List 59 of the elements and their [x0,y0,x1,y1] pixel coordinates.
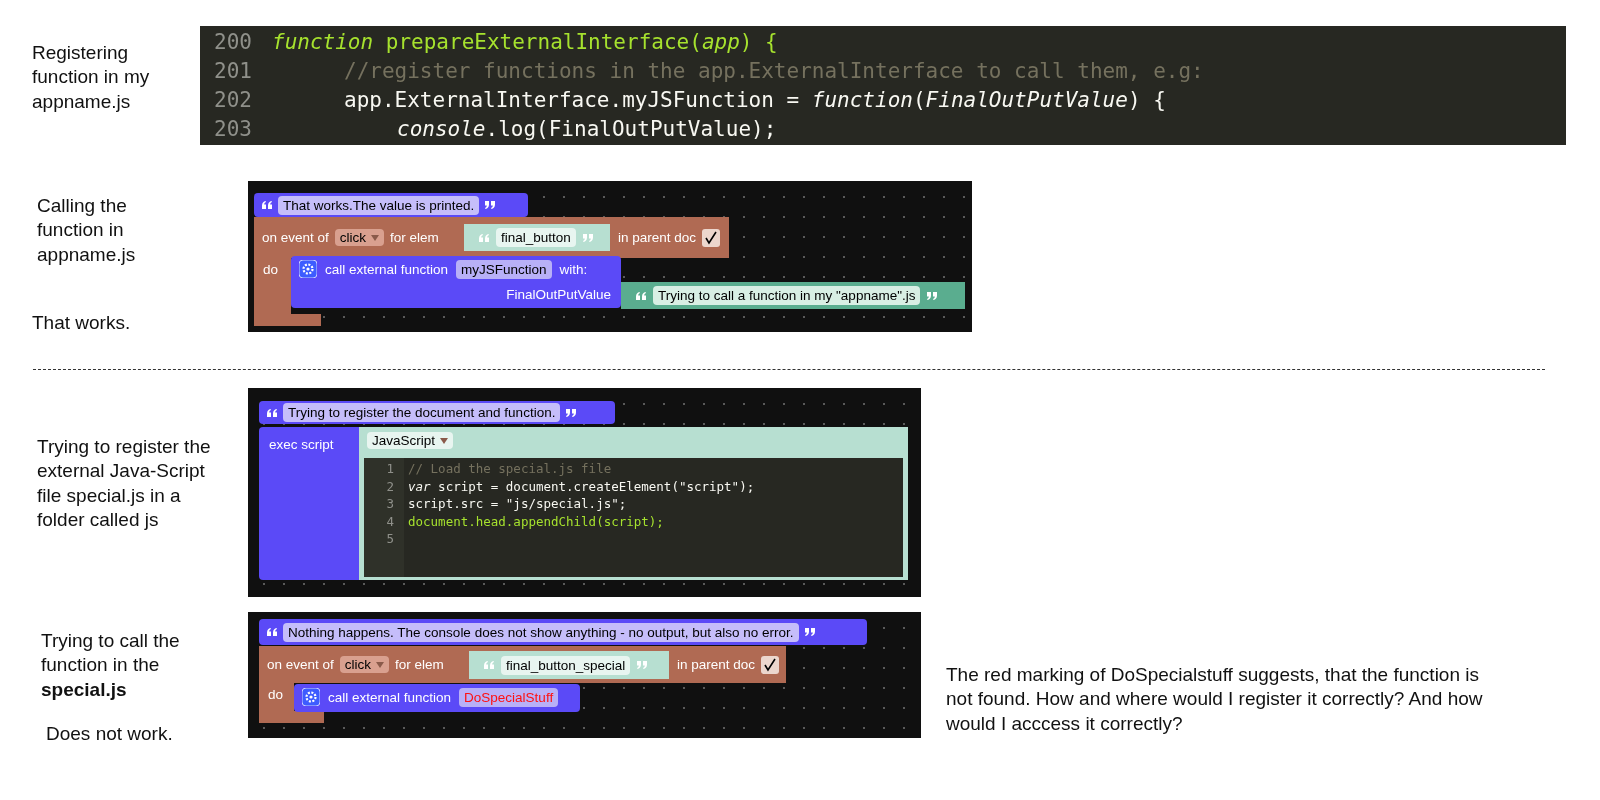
text-block [464,224,610,251]
code-line: document.head.appendChild(script); [408,513,664,529]
dropdown-field: click [334,229,385,246]
string-value: Trying to call a function in my "appname".js [653,286,921,305]
line-number: 4 [385,513,394,529]
code-line: script.src = "js/special.js"; [408,496,627,512]
comment-block [254,193,528,217]
annotation-text: Registering function in my appname.js [32,41,151,114]
string-value: final_button [496,228,576,247]
dropdown-field: click [339,656,390,673]
block-label: exec script [269,437,334,452]
comment-block [259,619,867,645]
line-number: 202 [213,87,252,112]
annotation-text: Calling the function in appname.js [37,194,137,267]
parameter-label: FinalOutPutValue [506,287,611,302]
line-number: 200 [213,29,252,54]
block-label: in parent doc [677,657,756,672]
function-call-block [294,684,580,712]
block-label: do [268,687,284,702]
block-label: for elem [390,230,439,245]
block-label: for elem [395,657,444,672]
code-line: //register functions in the app.ExternalInterface to call them, e.g: [344,58,1204,83]
function-name-field: myJSFunction [456,259,552,279]
language-dropdown: JavaScript [367,432,454,449]
script-editor-block [359,427,908,580]
comment-block [259,401,615,424]
comment-text: That works.The value is printed. [278,195,480,215]
code-line: console.log(FinalOutPutValue); [397,116,777,141]
block-label: on event of [262,230,329,245]
code-line: var script = document.createElement("script"); [408,478,755,494]
block-label: in parent doc [618,230,697,245]
line-number: 3 [385,496,394,512]
text-block [469,651,669,679]
comment-text: Nothing happens. The console does not show anything - no output, but also no error. [283,622,799,642]
code-line: app.ExternalInterface.myJSFunction = function(FinalOutPutValue) { [344,87,1166,112]
line-number: 201 [213,58,252,83]
block-label: call external function [325,261,449,277]
function-call-block [291,256,621,308]
block-label: do [263,262,279,277]
annotation-text: Trying to register the external Java-Script file special.js in a folder called js [37,435,212,532]
line-number: 5 [385,531,394,547]
annotation-text: Does not work. [46,722,174,746]
text-block [621,282,965,309]
code-line: // Load the special.js file [408,461,612,477]
line-number: 1 [385,461,394,477]
block-label: with: [559,261,588,277]
block-label: on event of [267,657,334,672]
line-number: 203 [213,116,252,141]
event-block [259,646,786,723]
annotation-text: That works. [32,311,132,335]
annotation-text: Trying to call the function in the special.js [41,629,181,702]
line-number: 2 [385,478,394,494]
function-name-field-error: DoSpecialStuff [459,687,559,707]
block-label: call external function [328,689,452,705]
comment-text: Trying to register the document and function. [283,403,561,422]
code-line: function prepareExternalInterface(app) { [272,29,778,54]
string-value: final_button_special [501,655,631,675]
annotation-text: The red marking of DoSpecialstuff suggests, that the function is not found. How and where would I register it correctly? And how would I acccess it correctly? [946,663,1484,736]
code-editor-panel [200,26,1566,145]
